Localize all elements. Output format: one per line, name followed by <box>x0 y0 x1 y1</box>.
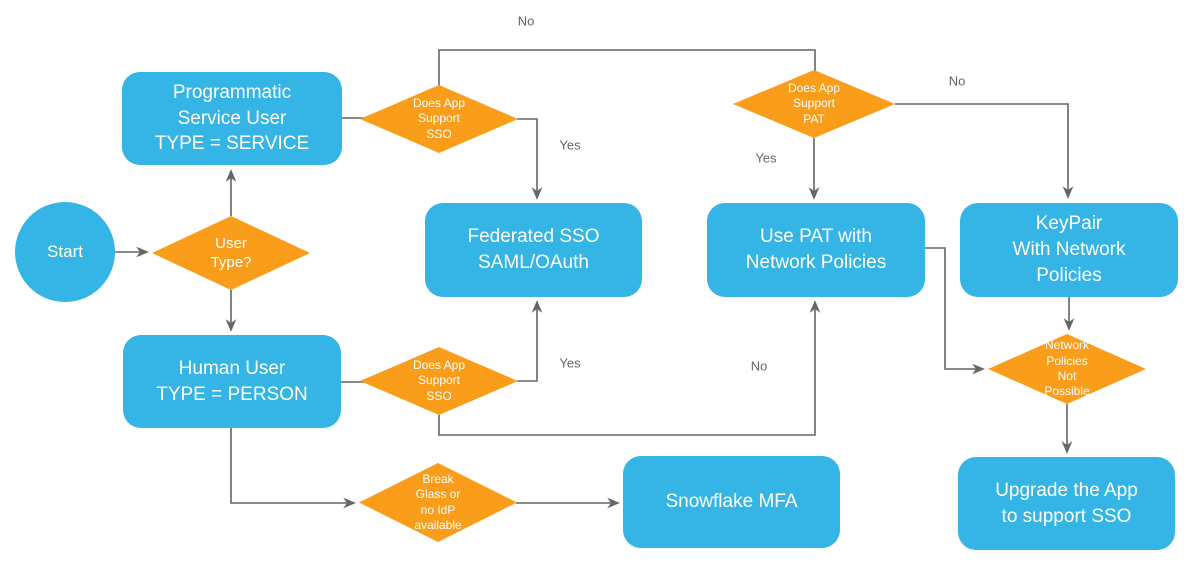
edge-label-service-sso-no: No <box>517 13 535 29</box>
edge-label-pat-no: No <box>948 73 966 89</box>
node-snowflake-mfa: Snowflake MFA <box>623 456 840 548</box>
edge-sso-person-no-to-use-pat <box>438 300 821 436</box>
edge-label-pat-yes: Yes <box>755 150 777 166</box>
edge-human-to-break-glass <box>230 428 356 509</box>
edge-label-service-sso-yes: Yes <box>559 137 581 153</box>
node-use-pat: Use PAT with Network Policies <box>707 203 925 297</box>
node-start: Start <box>15 202 115 302</box>
node-keypair: KeyPair With Network Policies <box>960 203 1178 297</box>
node-human-user: Human User TYPE = PERSON <box>123 335 341 428</box>
node-programmatic-service-user: Programmatic Service User TYPE = SERVICE <box>122 72 342 165</box>
edge-sso-person-yes-to-federated <box>517 300 543 382</box>
edge-label-person-sso-yes: Yes <box>559 355 581 371</box>
edge-label-person-sso-no: No <box>750 358 768 374</box>
node-upgrade-app: Upgrade the App to support SSO <box>958 457 1175 550</box>
node-federated-sso: Federated SSO SAML/OAuth <box>425 203 642 297</box>
edge-use-pat-to-network-policies <box>925 247 985 375</box>
edge-sso-service-no-to-pat <box>438 49 816 86</box>
edge-sso-service-yes-to-federated <box>517 118 543 200</box>
edge-pat-no-to-keypair <box>895 103 1074 199</box>
